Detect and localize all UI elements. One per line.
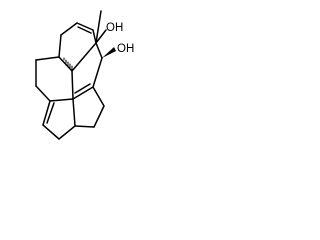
bond-center-1 (58, 56, 73, 72)
bond-alkene-right-inner (74, 83, 91, 94)
bond-alkene-top-inner (77, 26, 92, 34)
bond-alkene-right (72, 86, 94, 100)
bond-right-1 (95, 42, 103, 59)
bond-lower-2 (42, 100, 51, 126)
bond-ring-top-left (60, 22, 78, 36)
bond-left-2 (35, 56, 60, 61)
bond-lower-right-3 (74, 125, 95, 128)
oh-label-upper: OH (106, 22, 123, 34)
molecule-diagram: OH OH (0, 0, 150, 150)
bond-lower-4 (58, 125, 76, 140)
bond-lower-right-2 (93, 105, 105, 128)
bond-methyl (95, 10, 102, 44)
oh-label-right: OH (117, 43, 134, 55)
bond-c-oh-upper (95, 29, 107, 44)
bond-lower-2-inner (46, 102, 55, 124)
skeletal-structure: OH OH (35, 10, 134, 140)
bond-left-4 (35, 85, 51, 102)
bond-center-2 (71, 42, 97, 72)
bond-lower-1 (49, 98, 74, 102)
bond-lower-right-1 (92, 86, 105, 107)
bond-lower-3 (42, 124, 60, 140)
bond-center-3 (71, 70, 74, 100)
bold-wedge-oh-right (102, 47, 116, 58)
bond-left-1 (58, 34, 62, 58)
bond-ring-top-right (92, 29, 97, 44)
bond-right-2 (92, 57, 103, 88)
bond-lower-5 (72, 98, 76, 127)
bond-alkene-top (76, 22, 94, 31)
